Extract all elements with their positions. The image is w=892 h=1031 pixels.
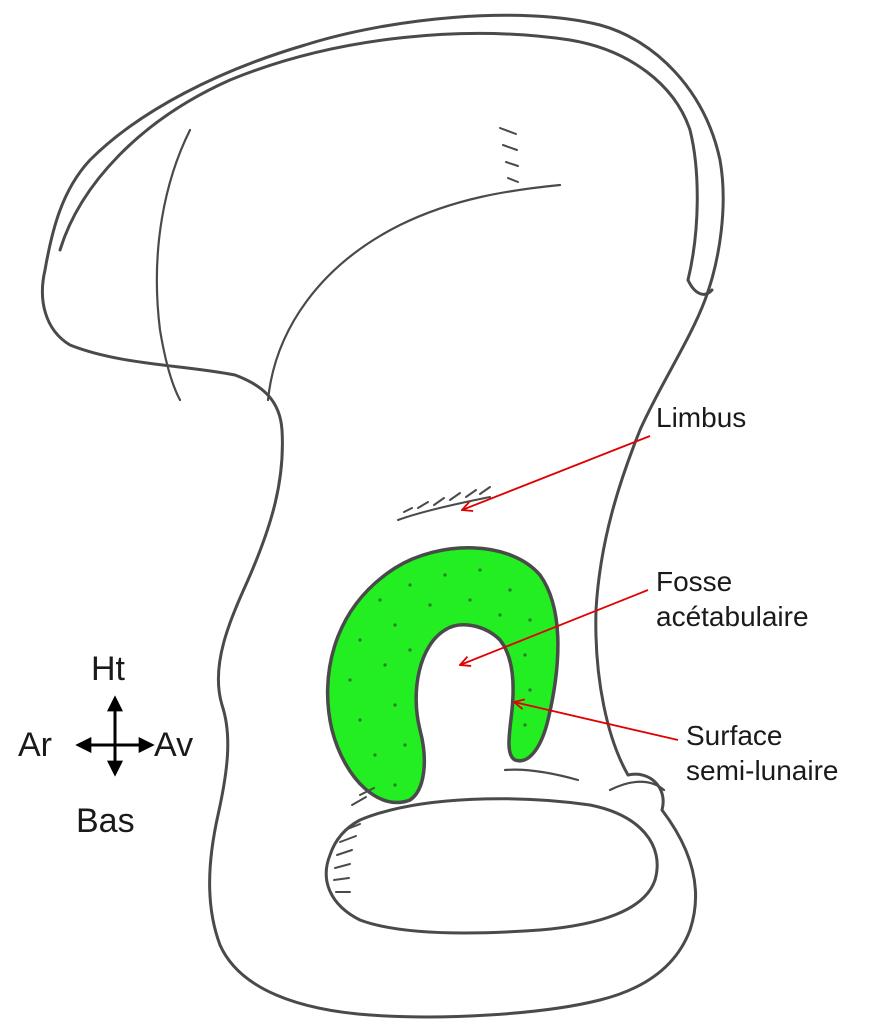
iliac-crest-inner [60,33,697,280]
bone-outline [42,15,723,1017]
compass-up-label: Ht [91,648,125,691]
surface-label-line2: semi-lunaire [686,753,839,788]
gluteal-hatch-marks [500,128,518,182]
fosse-label: Fosse acétabulaire [656,564,809,634]
gluteal-line-anterior [268,185,560,400]
fosse-label-line2: acétabulaire [656,599,809,634]
compass-down-label: Bas [76,800,135,843]
orientation-compass-arrows [78,698,152,774]
fosse-label-line1: Fosse [656,564,809,599]
lunate-surface [328,548,558,803]
obturator-foramen [326,799,657,933]
limbus-pointer [462,436,650,510]
obturator-hatch-marks [334,788,374,892]
compass-left-label: Ar [18,724,52,767]
surface-label-line1: Surface [686,718,839,753]
surface-label: Surface semi-lunaire [686,718,839,788]
compass-right-label: Av [154,724,193,767]
gluteal-line-posterior [157,130,190,400]
limbus-label: Limbus [656,400,746,435]
acetabular-notch [505,770,578,780]
